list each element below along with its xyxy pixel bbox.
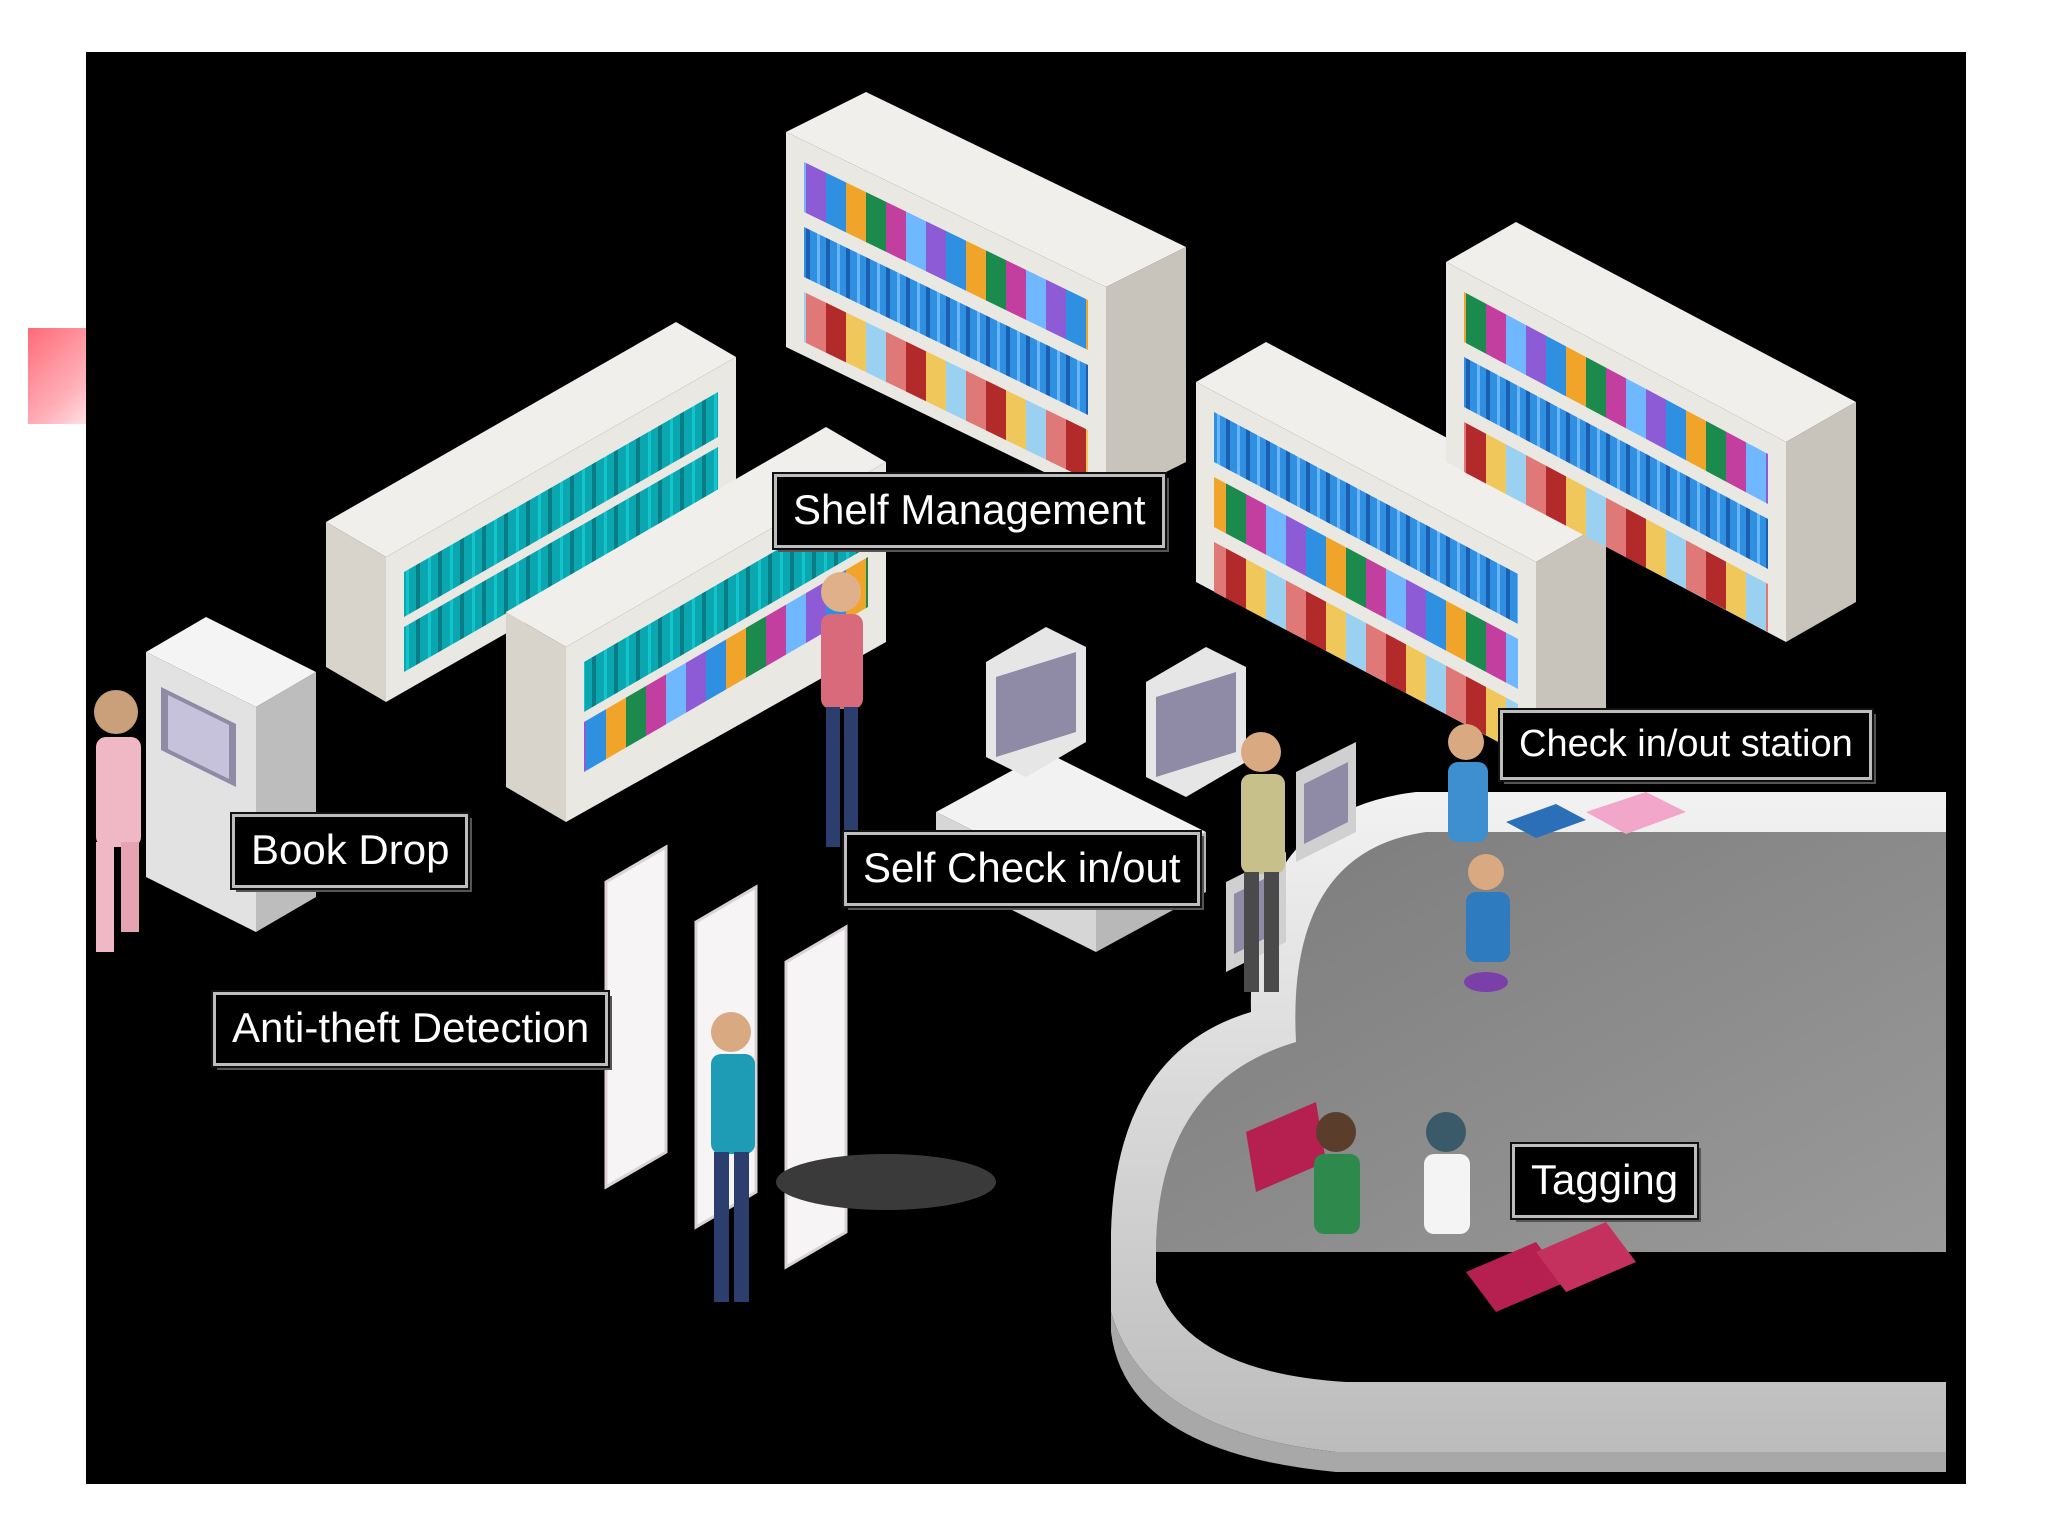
person-check-station xyxy=(1448,724,1510,992)
label-shelf-management: Shelf Management xyxy=(774,474,1165,548)
person-book-drop xyxy=(94,690,141,952)
bookshelf-right-back xyxy=(1446,222,1856,642)
person-self-check xyxy=(1241,732,1285,992)
bookshelf-left-back xyxy=(326,322,736,702)
circulation-desk xyxy=(1111,742,1946,1472)
bookshelf-center xyxy=(786,92,1186,502)
person-anti-theft xyxy=(711,1012,755,1302)
label-self-check: Self Check in/out xyxy=(844,832,1200,906)
book-drop-kiosk xyxy=(146,617,316,932)
red-accent-block xyxy=(28,328,88,424)
label-book-drop: Book Drop xyxy=(232,814,469,888)
label-tagging: Tagging xyxy=(1512,1144,1698,1218)
person-shelf xyxy=(821,572,863,847)
person-tagging-2 xyxy=(1424,1112,1470,1234)
label-anti-theft: Anti-theft Detection xyxy=(213,992,609,1066)
bookshelf-right-front xyxy=(1196,342,1606,762)
person-tagging-1 xyxy=(1314,1112,1360,1234)
anti-theft-gates xyxy=(604,844,996,1270)
library-rfid-scene: Shelf Management Book Drop Self Check in… xyxy=(86,52,1966,1484)
label-check-station: Check in/out station xyxy=(1500,710,1872,780)
